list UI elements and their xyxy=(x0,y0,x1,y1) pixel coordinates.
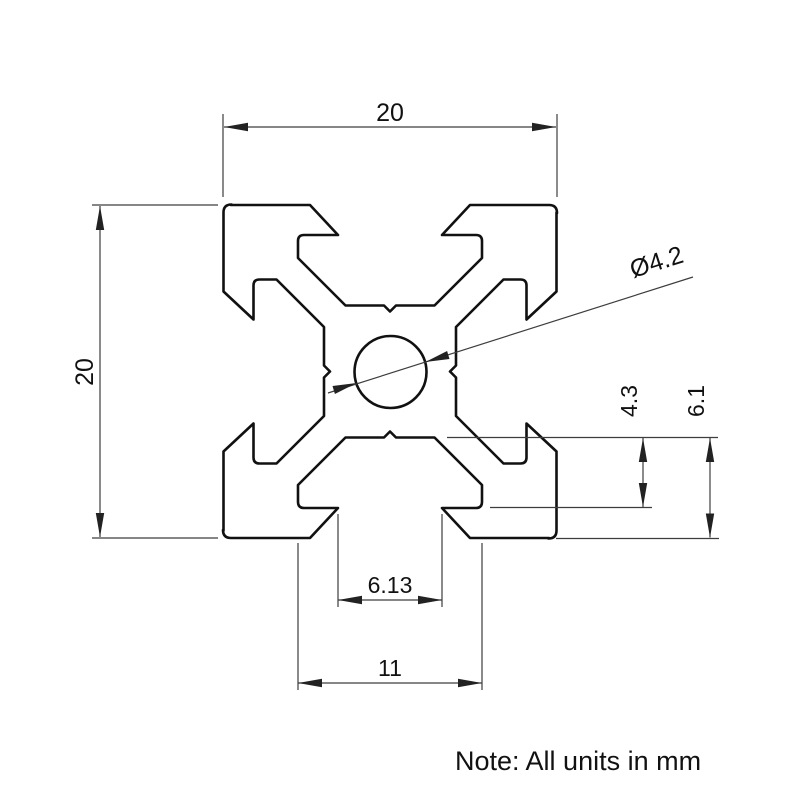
arrowhead-down xyxy=(638,483,648,507)
arrowhead-right xyxy=(458,678,482,688)
arrowhead-left xyxy=(224,122,248,132)
profile-outline xyxy=(221,203,559,540)
arrowhead-down xyxy=(705,513,715,538)
center-bore-circle xyxy=(353,334,428,410)
arrowhead-up xyxy=(95,206,105,230)
profile-right-side xyxy=(448,211,558,540)
dim-label-slot-depth: 6.1 xyxy=(683,385,709,417)
dim-label-slot-cavity: 11 xyxy=(378,655,402,681)
profile-bottom-side xyxy=(221,430,551,540)
arrowhead-right xyxy=(418,595,442,605)
units-note: Note: All units in mm xyxy=(455,746,701,776)
dim-slot-opening: 6.13 xyxy=(337,514,443,607)
dim-label-overall-height: 20 xyxy=(71,358,99,386)
arrowhead-up xyxy=(638,438,648,462)
dim-overall-width: 20 xyxy=(222,99,558,197)
dim-slot-cavity: 11 xyxy=(297,543,483,690)
arrowhead-left xyxy=(338,595,362,605)
profile-top-side xyxy=(229,203,559,313)
dim-slot-depths: 4.3 6.1 xyxy=(447,385,719,540)
dim-label-overall-width: 20 xyxy=(376,99,404,127)
arrowhead-left xyxy=(298,678,322,688)
arrowhead-upper-right xyxy=(425,351,450,362)
dim-label-lip-depth: 4.3 xyxy=(616,385,642,417)
arrowhead-down xyxy=(95,513,105,537)
arrowhead-lower-left xyxy=(332,383,357,394)
arrowhead-right xyxy=(532,122,556,132)
dim-overall-height: 20 xyxy=(71,204,218,539)
dim-label-slot-opening: 6.13 xyxy=(368,572,413,598)
profile-left-side xyxy=(222,203,332,532)
dim-hole-diameter: Ø4.2 xyxy=(327,241,694,394)
leader-line xyxy=(327,276,694,394)
dim-label-hole-diameter: Ø4.2 xyxy=(627,241,687,284)
arrowhead-up xyxy=(705,438,715,462)
